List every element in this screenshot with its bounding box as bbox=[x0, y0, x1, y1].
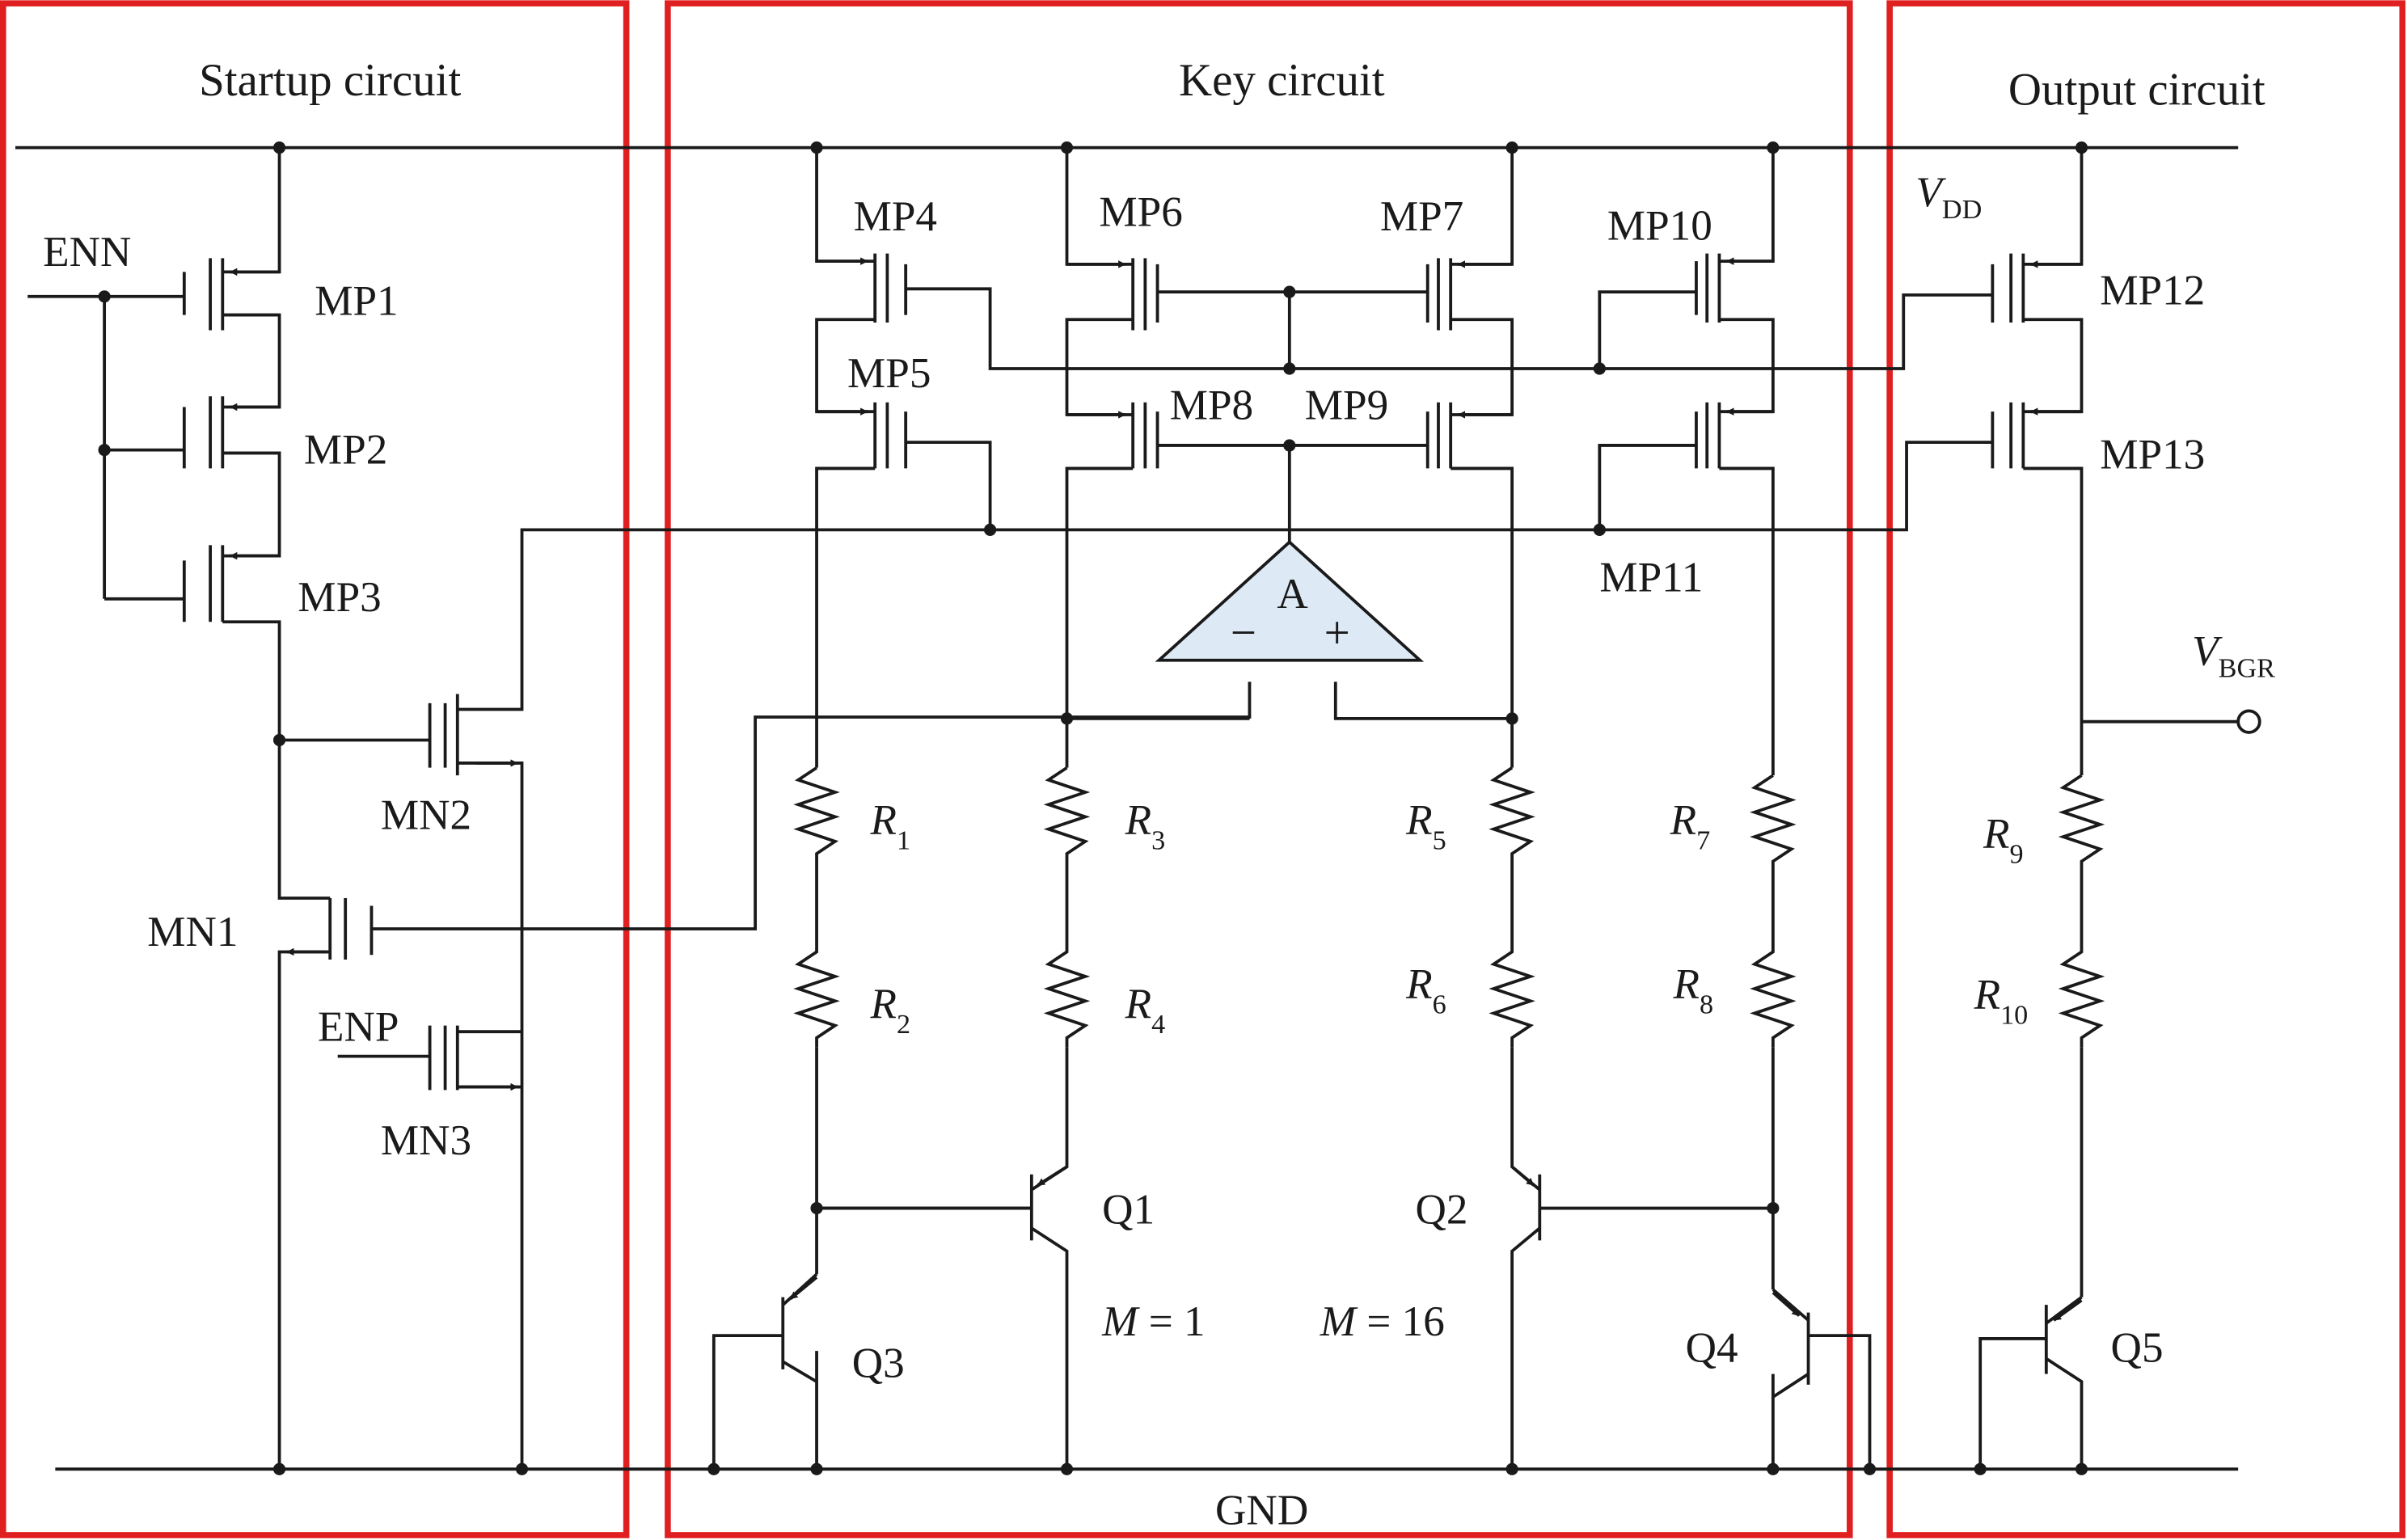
q4-label: Q4 bbox=[1686, 1324, 1738, 1371]
labels: ENN ENP GND MP1 MP2 MP3 MN2 MN1 MN3 MP4 … bbox=[43, 188, 2205, 1534]
output-section-frame bbox=[1886, 0, 2406, 1538]
amplifier-label: A bbox=[1277, 571, 1307, 618]
mn3-label: MN3 bbox=[381, 1117, 471, 1164]
r7-label: R7 bbox=[1670, 796, 1711, 855]
r1-label: R1 bbox=[870, 796, 911, 855]
device-arrows bbox=[229, 257, 2083, 1322]
startup-section-frame bbox=[0, 0, 630, 1538]
resistor-labels: R1 R2 R3 R4 R5 R6 R7 R8 R9 R10 bbox=[870, 796, 2029, 1040]
mp10-label: MP10 bbox=[1607, 203, 1712, 250]
r10-label: R10 bbox=[1974, 972, 2029, 1031]
mp1-label: MP1 bbox=[315, 278, 398, 325]
r2-label: R2 bbox=[870, 981, 911, 1040]
resistor-r7 bbox=[1750, 774, 1797, 1048]
resistor-r9 bbox=[2058, 774, 2105, 1048]
resistor-r5 bbox=[1489, 766, 1535, 1048]
vbgr-terminal bbox=[2236, 709, 2261, 734]
resistor-r1 bbox=[793, 766, 840, 1048]
resistor-r3 bbox=[1043, 766, 1091, 1048]
r8-label: R8 bbox=[1672, 960, 1713, 1019]
mp9-label: MP9 bbox=[1305, 382, 1388, 429]
gnd-label: GND bbox=[1215, 1487, 1308, 1534]
mp12-label: MP12 bbox=[2100, 267, 2205, 314]
r4-label: R4 bbox=[1125, 981, 1166, 1040]
amplifier-plus: + bbox=[1324, 608, 1350, 659]
r3-label: R3 bbox=[1125, 796, 1166, 855]
q1-label: Q1 bbox=[1102, 1187, 1155, 1234]
mp7-label: MP7 bbox=[1380, 193, 1463, 240]
vdd-label: VDD bbox=[1915, 169, 1982, 225]
error-amplifier bbox=[1155, 539, 1425, 662]
enp-label: ENP bbox=[318, 1004, 399, 1051]
q2-label: Q2 bbox=[1416, 1187, 1468, 1234]
mp6-label: MP6 bbox=[1099, 188, 1182, 235]
q5-label: Q5 bbox=[2111, 1324, 2164, 1371]
key-section-frame bbox=[665, 0, 1853, 1538]
mp13-label: MP13 bbox=[2100, 431, 2205, 478]
enn-label: ENN bbox=[43, 229, 131, 276]
mn2-label: MN2 bbox=[381, 792, 471, 839]
mp2-label: MP2 bbox=[304, 427, 387, 474]
output-section-title: Output circuit bbox=[2008, 64, 2266, 115]
q1-multiplier: M = 1 bbox=[1101, 1298, 1205, 1345]
q3-label: Q3 bbox=[852, 1340, 905, 1386]
amplifier-minus: − bbox=[1231, 608, 1256, 659]
r5-label: R5 bbox=[1405, 796, 1446, 855]
mp8-label: MP8 bbox=[1170, 382, 1253, 429]
r9-label: R9 bbox=[1983, 810, 2024, 869]
r6-label: R6 bbox=[1405, 960, 1446, 1019]
mn1-label: MN1 bbox=[147, 909, 238, 956]
junction-dots bbox=[98, 141, 2088, 1475]
q2-multiplier: M = 16 bbox=[1320, 1298, 1445, 1345]
mp4-label: MP4 bbox=[854, 193, 937, 240]
mp5-label: MP5 bbox=[847, 350, 931, 397]
mp3-label: MP3 bbox=[298, 574, 381, 621]
vbgr-label: VBGR bbox=[2192, 627, 2275, 683]
key-section-title: Key circuit bbox=[1179, 55, 1385, 106]
startup-section-title: Startup circuit bbox=[199, 55, 461, 106]
mp11-label: MP11 bbox=[1599, 554, 1703, 601]
